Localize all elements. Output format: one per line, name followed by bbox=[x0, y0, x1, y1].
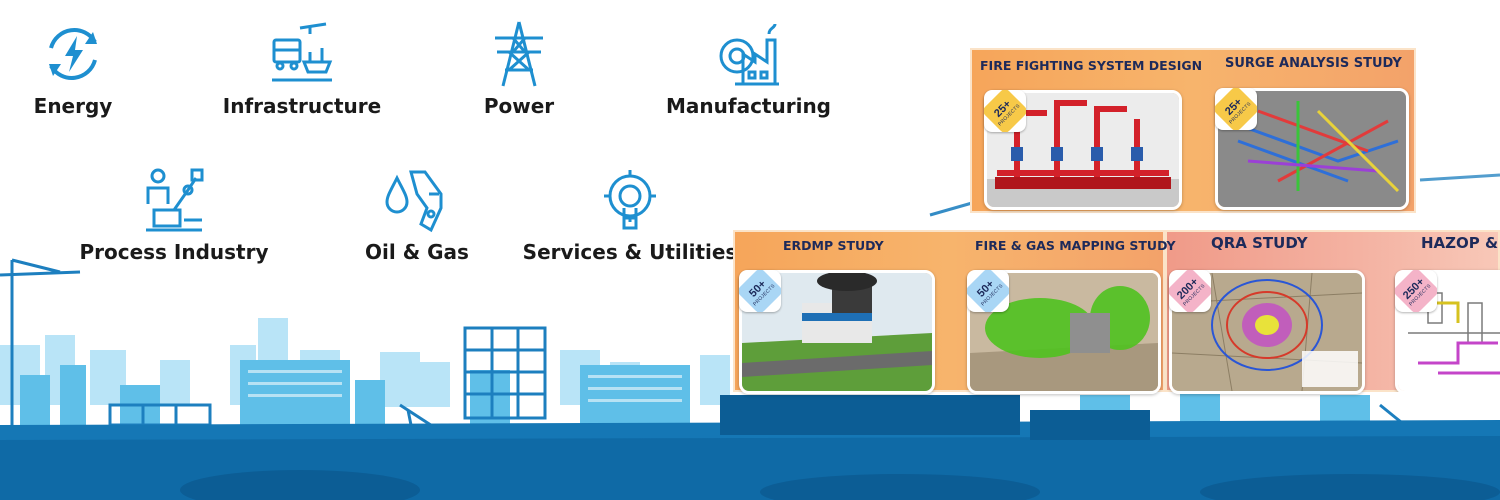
industry-label: Power bbox=[483, 94, 555, 118]
projects-badge: 25+ PROJECTS bbox=[1215, 88, 1257, 130]
study-title: FIRE & GAS MAPPING STUDY bbox=[975, 238, 1176, 253]
study-card-hazop[interactable]: HAZOP & S 250+ PROJ bbox=[1375, 230, 1500, 392]
power-tower-icon bbox=[495, 21, 543, 87]
industry-label: Infrastructure bbox=[222, 94, 382, 118]
study-title: HAZOP & S bbox=[1421, 234, 1500, 252]
projects-badge: 50+ PROJECTS bbox=[739, 270, 781, 312]
industry-manufacturing: Manufacturing bbox=[666, 18, 831, 118]
industry-process-industry: Process Industry bbox=[79, 164, 269, 264]
projects-badge: 200+ PROJECTS bbox=[1169, 270, 1211, 312]
study-title: FIRE FIGHTING SYSTEM DESIGN bbox=[980, 58, 1203, 73]
industry-label: Energy bbox=[33, 94, 113, 118]
industry-energy: Energy bbox=[28, 18, 118, 118]
robot-arm-icon bbox=[146, 168, 204, 232]
study-card-surge-analysis[interactable]: SURGE ANALYSIS STUDY 25+ PROJECTS bbox=[1193, 48, 1416, 213]
industry-services-utilities: Services & Utilities bbox=[523, 164, 737, 264]
industry-power: Power bbox=[474, 18, 564, 118]
study-card-erdmp[interactable]: ERDMP STUDY 50+ PROJECTS bbox=[733, 230, 955, 394]
factory-gear-icon bbox=[719, 23, 779, 86]
industry-label: Manufacturing bbox=[666, 94, 831, 118]
study-title: QRA STUDY bbox=[1211, 234, 1308, 252]
study-card-fire-gas-mapping[interactable]: FIRE & GAS MAPPING STUDY 50+ PROJECTS bbox=[955, 230, 1176, 394]
energy-cycle-icon bbox=[49, 28, 97, 80]
study-image bbox=[739, 270, 935, 394]
infrastructure-icon bbox=[272, 22, 333, 82]
industry-label: Process Industry bbox=[79, 240, 269, 264]
projects-badge: 25+ PROJECTS bbox=[984, 90, 1026, 132]
industry-oil-gas: Oil & Gas bbox=[362, 164, 472, 264]
study-title: ERDMP STUDY bbox=[783, 238, 884, 253]
industry-label: Oil & Gas bbox=[365, 240, 469, 264]
industry-infrastructure: Infrastructure bbox=[222, 18, 382, 118]
industry-label: Services & Utilities bbox=[522, 240, 738, 264]
erdmp-site-render bbox=[742, 273, 932, 391]
projects-badge: 50+ PROJECTS bbox=[967, 270, 1009, 312]
projects-badge: 250+ PROJECTS bbox=[1395, 270, 1437, 312]
fuel-nozzle-icon bbox=[385, 170, 443, 233]
study-image bbox=[984, 90, 1182, 210]
study-card-fire-fighting[interactable]: FIRE FIGHTING SYSTEM DESIGN bbox=[970, 48, 1202, 213]
study-card-qra[interactable]: QRA STUDY 200+ PROJECTS bbox=[1165, 230, 1375, 394]
service-gear-icon bbox=[604, 170, 656, 230]
study-title: SURGE ANALYSIS STUDY bbox=[1225, 56, 1402, 71]
fire-piping-render bbox=[987, 93, 1179, 207]
